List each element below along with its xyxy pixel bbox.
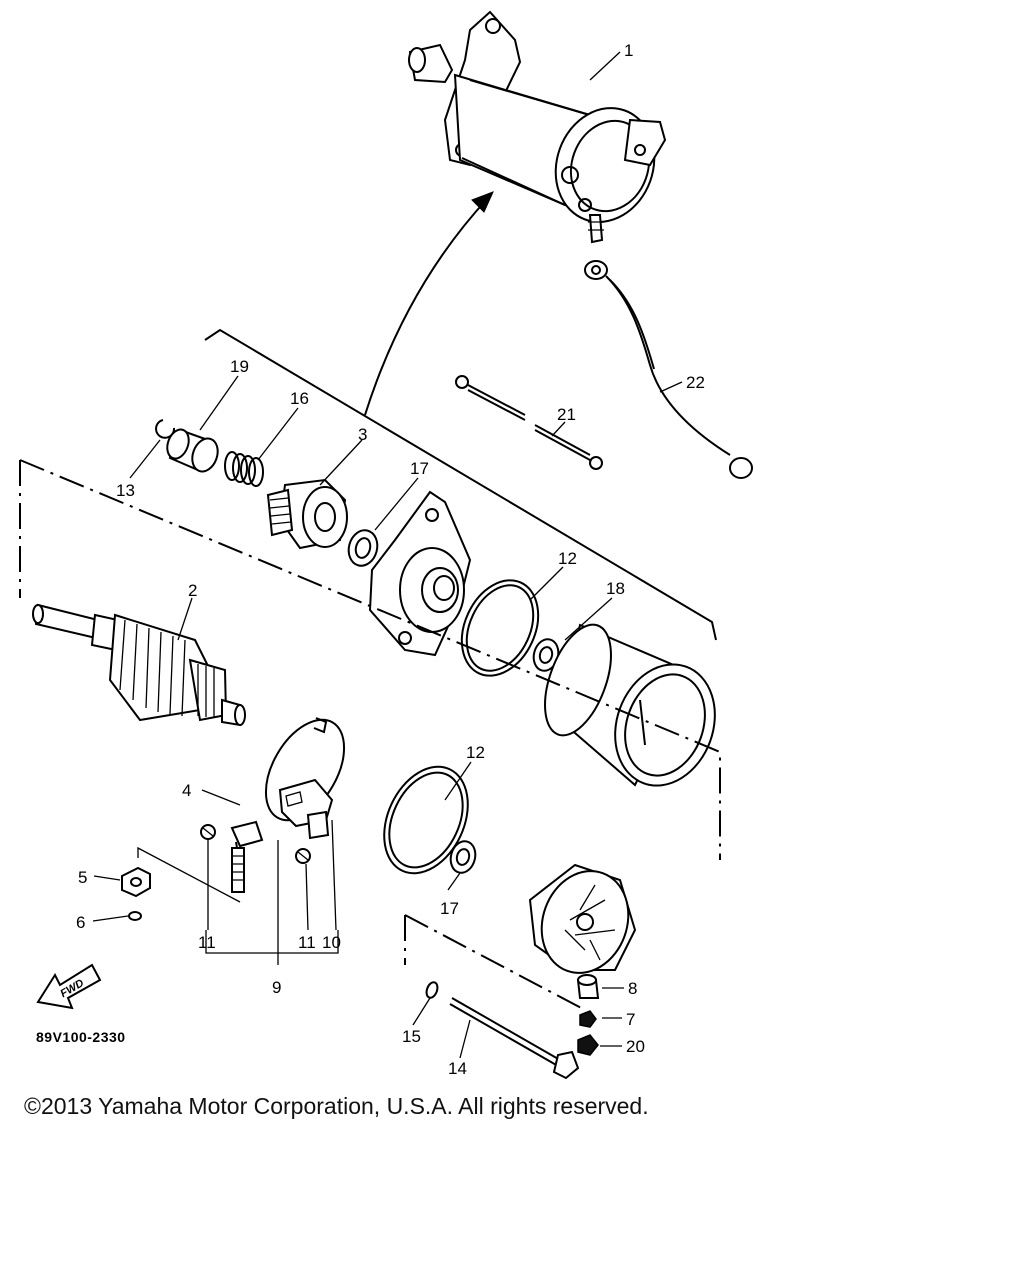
callout-labels: 1 2 3 4 5 6 7 8 9 10 11 11 12 12 13 14 1… [36,41,705,1078]
callout-17-lower: 17 [440,899,459,918]
front-bracket [368,490,472,657]
part-12-o-ring-lower [383,765,469,875]
callout-9: 9 [272,978,281,997]
part-14-through-bolt [449,997,580,1080]
callout-21: 21 [557,405,576,424]
callout-11-right: 11 [298,933,316,952]
yoke-housing [544,623,716,787]
callout-19: 19 [230,357,249,376]
part-11-brush-spring-right [295,848,311,864]
forward-arrow-icon: FWD [36,963,102,1010]
callout-6: 6 [76,913,85,932]
rear-cover [528,863,637,974]
callout-14: 14 [448,1059,467,1078]
part-8-collar [576,974,600,999]
part-11-brush-spring-left [200,824,216,840]
part-1-starter-motor-assembly [408,10,667,244]
part-2-armature [32,603,246,727]
callout-11-left: 11 [198,933,216,952]
assembly-arrowhead [471,191,494,213]
assembly-arrow [364,197,489,416]
part-22-lead-wire [584,260,753,479]
callout-5: 5 [78,868,87,887]
callout-12-upper: 12 [558,549,577,568]
callout-7: 7 [626,1010,635,1029]
copyright-notice: ©2013 Yamaha Motor Corporation, U.S.A. A… [24,1093,649,1119]
rear-cover-group-bracket [404,914,586,1011]
part-17-washer-lower [449,840,477,874]
part-4-brush-lead [230,820,264,893]
part-5-grommet [121,866,151,898]
part-19-collar [166,428,219,473]
callout-20: 20 [626,1037,645,1056]
part-6-washer [128,911,142,921]
brush-plate [264,717,346,840]
part-7-nut [579,1010,597,1028]
callout-15: 15 [402,1027,421,1046]
callout-18: 18 [606,579,625,598]
callout-8: 8 [628,979,637,998]
callout-1: 1 [624,41,633,60]
callout-22: 22 [686,373,705,392]
part-21-wire-lead [455,375,603,470]
callout-13: 13 [116,481,135,500]
lower-group-frame [19,459,721,860]
part-15-washer [425,981,439,999]
part-5-6-group-bracket [137,846,241,903]
diagram-code: 89V100-2330 [36,1029,126,1045]
upper-group-bracket [204,328,717,641]
callout-4: 4 [182,781,191,800]
callout-12-lower: 12 [466,743,485,762]
leader-lines [92,51,683,1059]
part-16-spring [224,451,264,487]
callout-3: 3 [358,425,367,444]
callout-16: 16 [290,389,309,408]
part-12-o-ring-upper [460,579,540,677]
callout-2: 2 [188,581,197,600]
part-17-washer-upper [347,529,379,567]
part-9-11-10-group-bracket [205,930,339,954]
part-20-nut [577,1034,599,1056]
exploded-parts-diagram: FWD [19,10,753,1080]
callout-10: 10 [322,933,341,952]
part-3-clutch-pinion [266,478,348,550]
callout-17-upper: 17 [410,459,429,478]
part-18-washer [532,638,560,672]
